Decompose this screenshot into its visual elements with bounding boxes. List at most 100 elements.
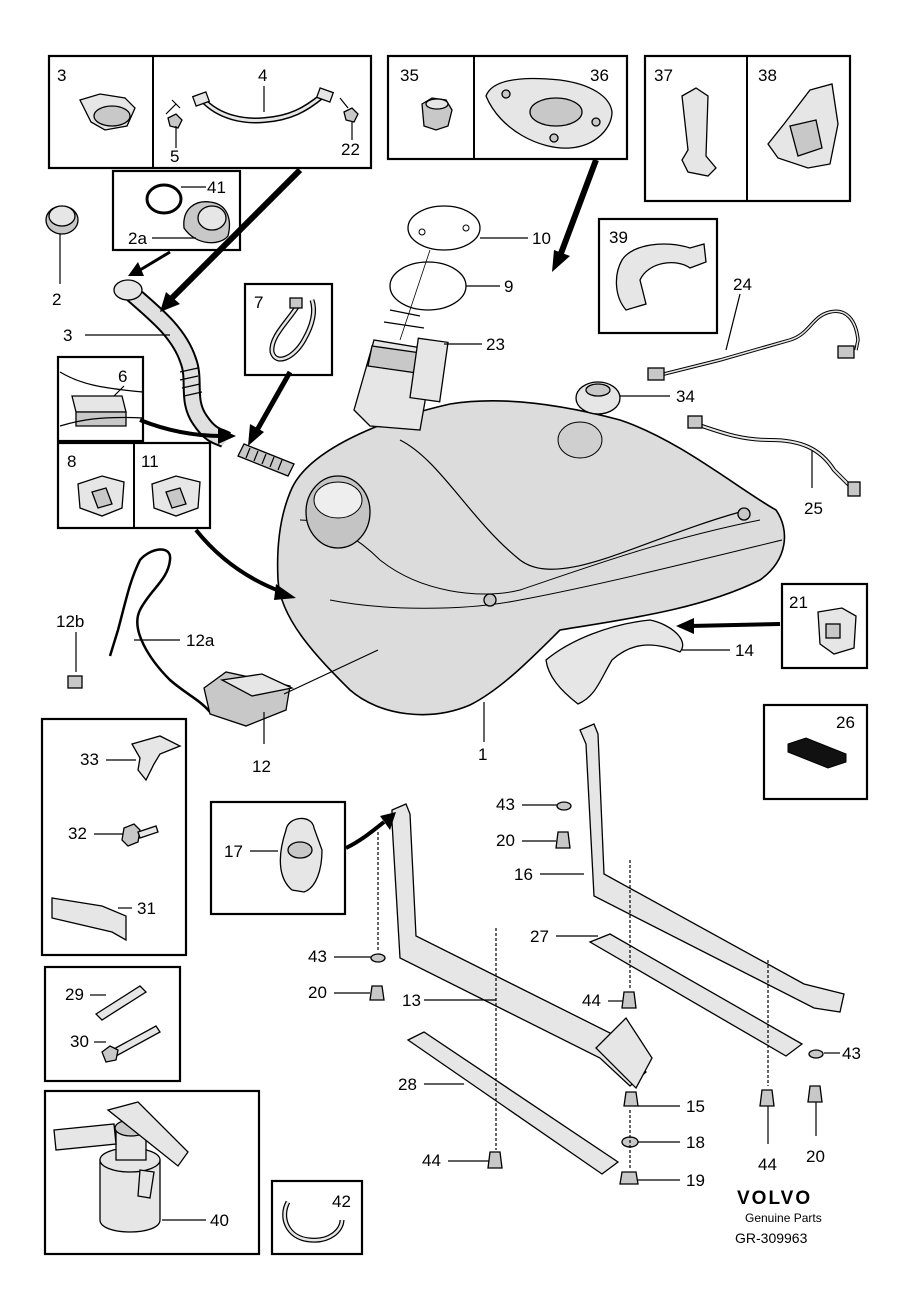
pointer-arrows [128, 158, 781, 850]
callout-21: 21 [789, 593, 808, 612]
fasteners-upper: 43 20 [496, 795, 572, 850]
callout-17: 17 [224, 842, 243, 861]
sleeve-part-29 [94, 985, 148, 1021]
callout-7: 7 [254, 293, 263, 312]
fasteners-center: 15 18 19 [619, 1091, 705, 1190]
fuel-pump-part-23: 23 [353, 309, 505, 431]
callout-43-right: 43 [842, 1044, 861, 1063]
fasteners-right: 43 20 44 [758, 960, 861, 1174]
callout-15: 15 [686, 1097, 705, 1116]
callout-14: 14 [735, 641, 754, 660]
callout-33: 33 [80, 750, 99, 769]
brand-logo: VOLVO [737, 1188, 812, 1209]
inset-box-17: 17 [209, 800, 347, 916]
pad-part-27: 27 [530, 927, 804, 1057]
callout-38: 38 [758, 66, 777, 85]
callout-3-main: 3 [63, 326, 72, 345]
callout-6: 6 [118, 367, 127, 386]
clamp-part-39 [615, 243, 707, 311]
cover-part-34: 34 [575, 381, 695, 415]
callout-20-right: 20 [806, 1147, 825, 1166]
vapor-line-part-25: 25 [687, 415, 861, 518]
callout-27: 27 [530, 927, 549, 946]
inset-box-6: 6 [56, 355, 145, 443]
fasteners-bottom: 44 [422, 928, 503, 1170]
callout-29: 29 [65, 985, 84, 1004]
callout-20-left: 20 [308, 983, 327, 1002]
plug-part-12b: 12b [56, 612, 84, 689]
inset-box-31-33: 33 32 31 [40, 717, 188, 957]
heat-shield-part-14: 14 [545, 619, 754, 705]
callout-16: 16 [514, 865, 533, 884]
callout-34: 34 [676, 387, 695, 406]
callout-31: 31 [137, 899, 156, 918]
fasteners-left: 43 20 [308, 832, 386, 1002]
filler-cap-part-2: 2 [45, 205, 79, 309]
callout-12b: 12b [56, 612, 84, 631]
o-ring-part-41 [145, 183, 183, 215]
brand-tagline: Genuine Parts [745, 1211, 822, 1225]
callout-28: 28 [398, 1075, 417, 1094]
clip-ring [93, 105, 131, 127]
callout-26: 26 [836, 713, 855, 732]
callout-42: 42 [332, 1192, 351, 1211]
inset-box-39: 39 [597, 217, 719, 335]
pad-part-26 [787, 737, 847, 769]
gasket-part-10: 10 [407, 205, 551, 251]
callout-12: 12 [252, 757, 271, 776]
clip-part-33 [131, 735, 182, 782]
callout-8: 8 [67, 452, 76, 471]
seal-part-9: 9 [389, 249, 513, 341]
bolt-part-32 [121, 823, 141, 847]
fuel-line-part-24: 24 [647, 275, 860, 381]
callout-44-bottom: 44 [422, 1151, 441, 1170]
callout-36: 36 [590, 66, 609, 85]
brand-block: VOLVO Genuine Parts GR-309963 [735, 1188, 822, 1246]
inset-box-37-38: 37 38 [643, 54, 852, 203]
diagram-code: GR-309963 [735, 1230, 808, 1246]
control-module-part-12: 12 [203, 649, 379, 776]
inset-box-40: 40 [43, 1089, 261, 1256]
inset-box-35-36: 35 36 [386, 54, 629, 161]
callout-10: 10 [532, 229, 551, 248]
callout-43-upper: 43 [496, 795, 515, 814]
bracket-part-37 [681, 87, 717, 177]
callout-22: 22 [341, 140, 360, 159]
inset-box-7: 7 [243, 282, 334, 377]
callout-44-right: 44 [758, 1155, 777, 1174]
callout-32: 32 [68, 824, 87, 843]
callout-3-top: 3 [57, 66, 66, 85]
callout-12a: 12a [186, 631, 215, 650]
callout-41: 41 [207, 178, 226, 197]
callout-23: 23 [486, 335, 505, 354]
inset-box-21: 21 [780, 582, 869, 670]
callout-4: 4 [258, 66, 267, 85]
inset-box-29-30: 29 30 [43, 965, 182, 1083]
callout-40: 40 [210, 1211, 229, 1230]
wiring-harness-part-12a: 12a [108, 548, 215, 713]
callout-2a: 2a [128, 229, 147, 248]
callout-39: 39 [609, 228, 628, 247]
inset-box-8-11: 8 11 [56, 441, 212, 530]
tank-strap-part-16: 16 [514, 723, 845, 1013]
callout-5: 5 [170, 147, 179, 166]
callout-44-middle: 44 [582, 991, 601, 1010]
callout-1: 1 [478, 745, 487, 764]
callout-13: 13 [402, 991, 421, 1010]
callout-25: 25 [804, 499, 823, 518]
inset-box-42: 42 [270, 1179, 364, 1256]
inset-box-26: 26 [762, 703, 869, 801]
pad-part-6 [71, 395, 127, 413]
callout-37: 37 [654, 66, 673, 85]
callout-35: 35 [400, 66, 419, 85]
callout-24: 24 [733, 275, 752, 294]
callout-19: 19 [686, 1171, 705, 1190]
inset-box-2a-41: 41 2a [111, 169, 242, 252]
callout-18: 18 [686, 1133, 705, 1152]
fuel-tank-part-1: 1 [276, 400, 786, 764]
callout-11: 11 [141, 452, 159, 471]
inset-box-3-4: 3 4 5 22 [47, 54, 373, 170]
callout-30: 30 [70, 1032, 89, 1051]
tank-strap-part-13: 13 [391, 803, 653, 1090]
